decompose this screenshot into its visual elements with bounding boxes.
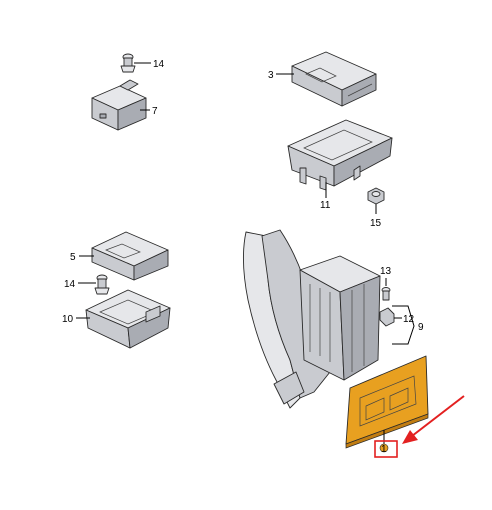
callout-1: 1 [381, 444, 387, 455]
callout-15: 15 [370, 218, 382, 229]
bracket-11 [287, 119, 393, 191]
callout-10: 10 [62, 314, 74, 325]
tray-10 [85, 289, 171, 349]
main-housing [242, 229, 381, 409]
callout-5: 5 [70, 252, 76, 263]
control-unit-3 [291, 51, 377, 107]
control-module-1 [345, 355, 429, 449]
screw-13 [381, 287, 391, 301]
callout-1-marker [379, 443, 389, 453]
highlight-box [374, 440, 398, 458]
clip-12 [379, 307, 395, 327]
callout-11: 11 [320, 200, 331, 211]
callout-14-left: 14 [64, 279, 76, 290]
callout-13: 13 [380, 266, 392, 277]
callout-7: 7 [152, 106, 158, 117]
leader-9 [392, 305, 415, 345]
callout-14-top: 14 [153, 59, 165, 70]
callout-3: 3 [268, 70, 274, 81]
callout-12: 12 [403, 314, 415, 325]
nut-15 [367, 187, 385, 205]
control-unit-5 [91, 231, 169, 281]
arrow-icon [402, 395, 465, 444]
module-7 [91, 79, 147, 131]
clip-14-top [120, 53, 136, 73]
clip-14-left [94, 274, 110, 295]
callout-9: 9 [418, 322, 424, 333]
